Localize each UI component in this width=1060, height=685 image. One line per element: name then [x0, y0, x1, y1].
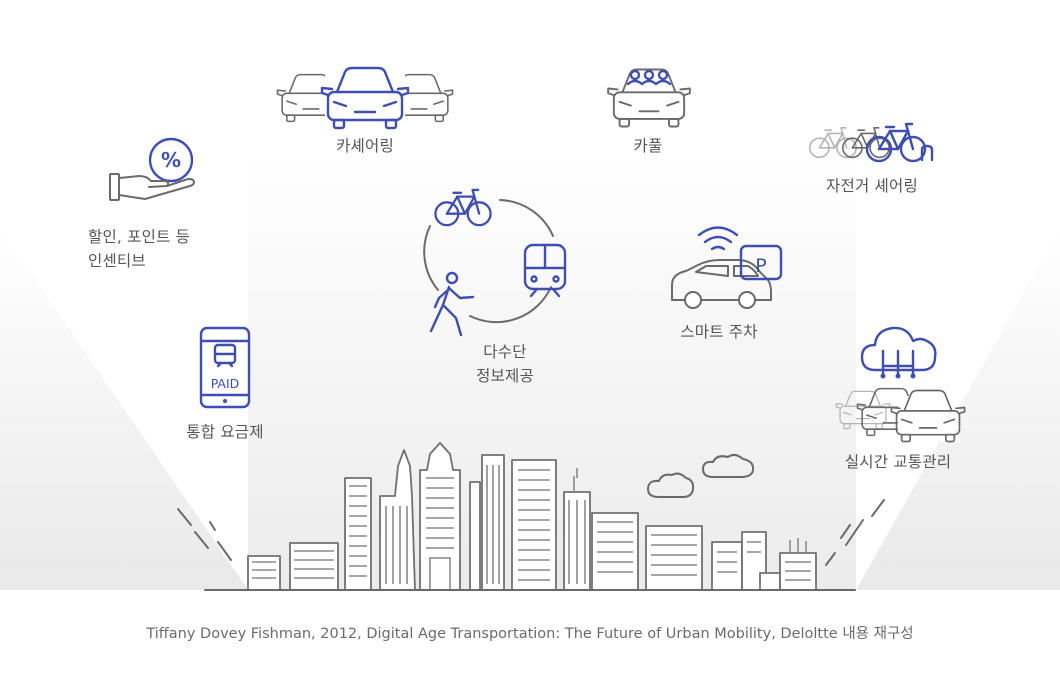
bike-sharing-icon: [808, 122, 934, 163]
multimodal-label-line1: 다수단: [483, 343, 527, 361]
incentive-label-line1: 할인, 포인트 등: [88, 228, 191, 246]
smart-parking-label: 스마트 주차: [680, 323, 758, 341]
incentive-label-line2: 인센티브: [88, 252, 146, 270]
parking-symbol: P: [755, 255, 766, 277]
smart-parking-icon: P: [671, 226, 783, 309]
decorative-dashes: [177, 499, 885, 566]
source-caption: Tiffany Dovey Fishman, 2012, Digital Age…: [146, 626, 914, 642]
car-sharing-label: 카셰어링: [336, 137, 394, 155]
mobile-payment-icon: PAID: [199, 326, 251, 409]
car-sharing-icon: [276, 66, 454, 130]
discount-symbol: %: [161, 148, 181, 172]
incentive-label: 할인, 포인트 등 인센티브: [88, 225, 190, 273]
left-light-beam: [0, 228, 248, 590]
multimodal-cycle: [423, 199, 554, 324]
walking-person-icon: [429, 271, 475, 337]
paid-text: PAID: [211, 376, 240, 391]
carpool-icon: [607, 68, 691, 128]
multimodal-label: 다수단 정보제공: [476, 340, 534, 388]
integrated-fare-label: 통합 요금제: [186, 423, 264, 441]
carpool-label: 카풀: [633, 137, 663, 155]
bike-sharing-label: 자전거 셰어링: [826, 177, 918, 195]
multimodal-label-line2: 정보제공: [476, 367, 534, 385]
traffic-management-label: 실시간 교통관리: [844, 453, 952, 471]
cloud-traffic-icon: [835, 326, 966, 443]
discount-hand-icon: %: [109, 137, 195, 201]
cloud-icon: [647, 453, 755, 498]
train-icon: [523, 243, 567, 298]
city-skyline: [204, 442, 856, 591]
